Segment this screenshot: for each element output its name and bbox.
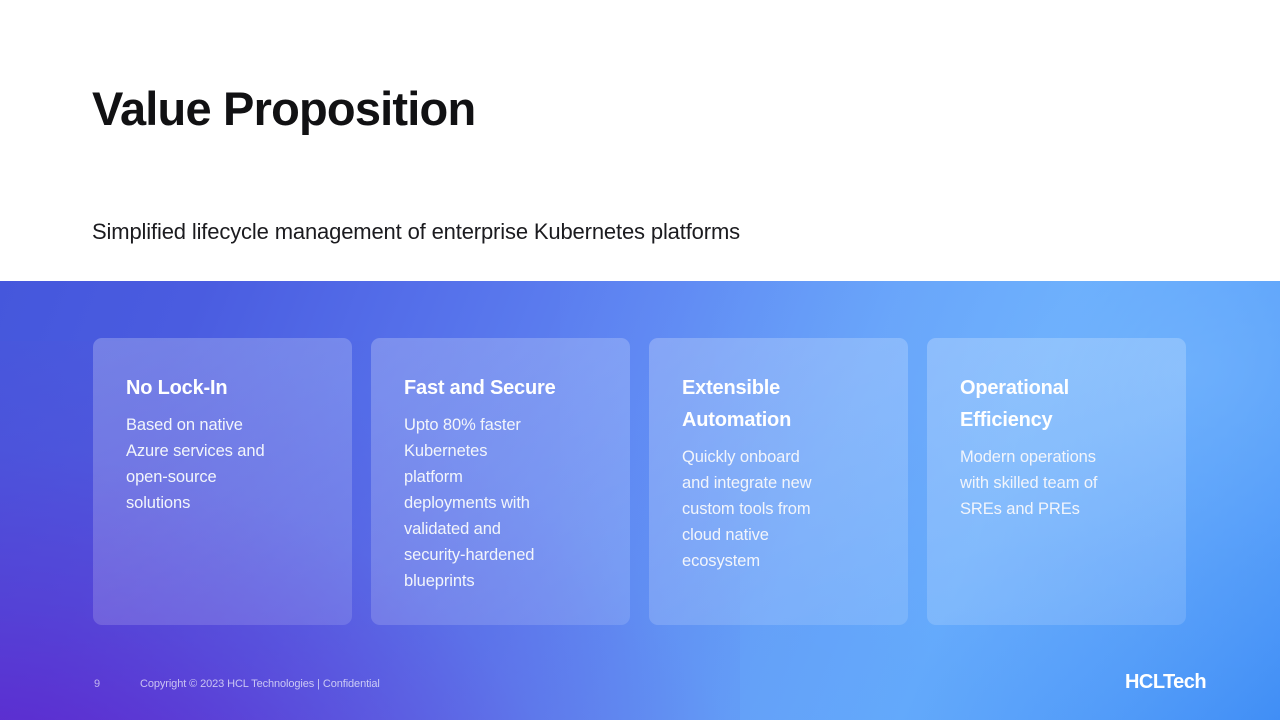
- card-body-line: platform: [404, 468, 463, 487]
- card-title: No Lock-In: [126, 377, 228, 399]
- card-body-line: Upto 80% faster: [404, 416, 521, 434]
- card-body-line: ecosystem: [682, 552, 760, 571]
- card-body-line: solutions: [126, 494, 191, 513]
- card-body: Modern operations with skilled team of S…: [960, 444, 1186, 522]
- header-band: Value Proposition Simplified lifecycle m…: [0, 0, 1280, 281]
- card-title: Operational Efficiency: [960, 372, 1186, 436]
- card-operational-efficiency[interactable]: Operational Efficiency Modern operations…: [927, 338, 1186, 625]
- card-body-line: validated and: [404, 520, 501, 539]
- page-title: Value Proposition: [92, 82, 476, 135]
- card-body-line: deployments with: [404, 494, 530, 513]
- card-no-lock-in[interactable]: No Lock-In Based on native Azure service…: [93, 338, 352, 625]
- card-body-line: Azure services and: [126, 442, 265, 461]
- gradient-background-panel: [0, 281, 1280, 720]
- footer-page-number: 9: [94, 678, 101, 690]
- card-body-line: cloud native: [682, 526, 769, 545]
- card-body-line: security-hardened: [404, 546, 535, 565]
- card-body-line: SREs and PREs: [960, 500, 1080, 519]
- value-proposition-card-list: No Lock-In Based on native Azure service…: [93, 338, 1186, 625]
- card-title-line: Automation: [682, 409, 792, 431]
- card-body: Based on native Azure services and open-…: [126, 412, 352, 516]
- card-body: Quickly onboard and integrate new custom…: [682, 444, 908, 574]
- card-title: Fast and Secure: [404, 377, 556, 399]
- card-title-line: Extensible: [682, 377, 781, 399]
- card-body: Upto 80% faster Kubernetes platform depl…: [404, 412, 630, 594]
- hcltech-logo: HCLTech: [1125, 671, 1207, 693]
- card-body-line: and integrate new: [682, 474, 812, 493]
- card-title-line: Operational: [960, 377, 1069, 399]
- card-body-line: Quickly onboard: [682, 448, 800, 466]
- page-subtitle: Simplified lifecycle management of enter…: [92, 219, 740, 244]
- card-body-line: Based on native: [126, 416, 243, 434]
- card-body-line: Modern operations: [960, 448, 1096, 466]
- footer-copyright: Copyright © 2023 HCL Technologies | Conf…: [140, 678, 380, 690]
- card-body-line: with skilled team of: [960, 474, 1098, 493]
- card-fast-and-secure[interactable]: Fast and Secure Upto 80% faster Kubernet…: [371, 338, 630, 625]
- card-body-line: blueprints: [404, 572, 475, 591]
- card-title-line: Efficiency: [960, 409, 1053, 431]
- card-title: Extensible Automation: [682, 372, 908, 436]
- card-body-line: open-source: [126, 468, 217, 487]
- card-body-line: custom tools from: [682, 500, 811, 519]
- card-extensible-automation[interactable]: Extensible Automation Quickly onboard an…: [649, 338, 908, 625]
- card-body-line: Kubernetes: [404, 442, 488, 461]
